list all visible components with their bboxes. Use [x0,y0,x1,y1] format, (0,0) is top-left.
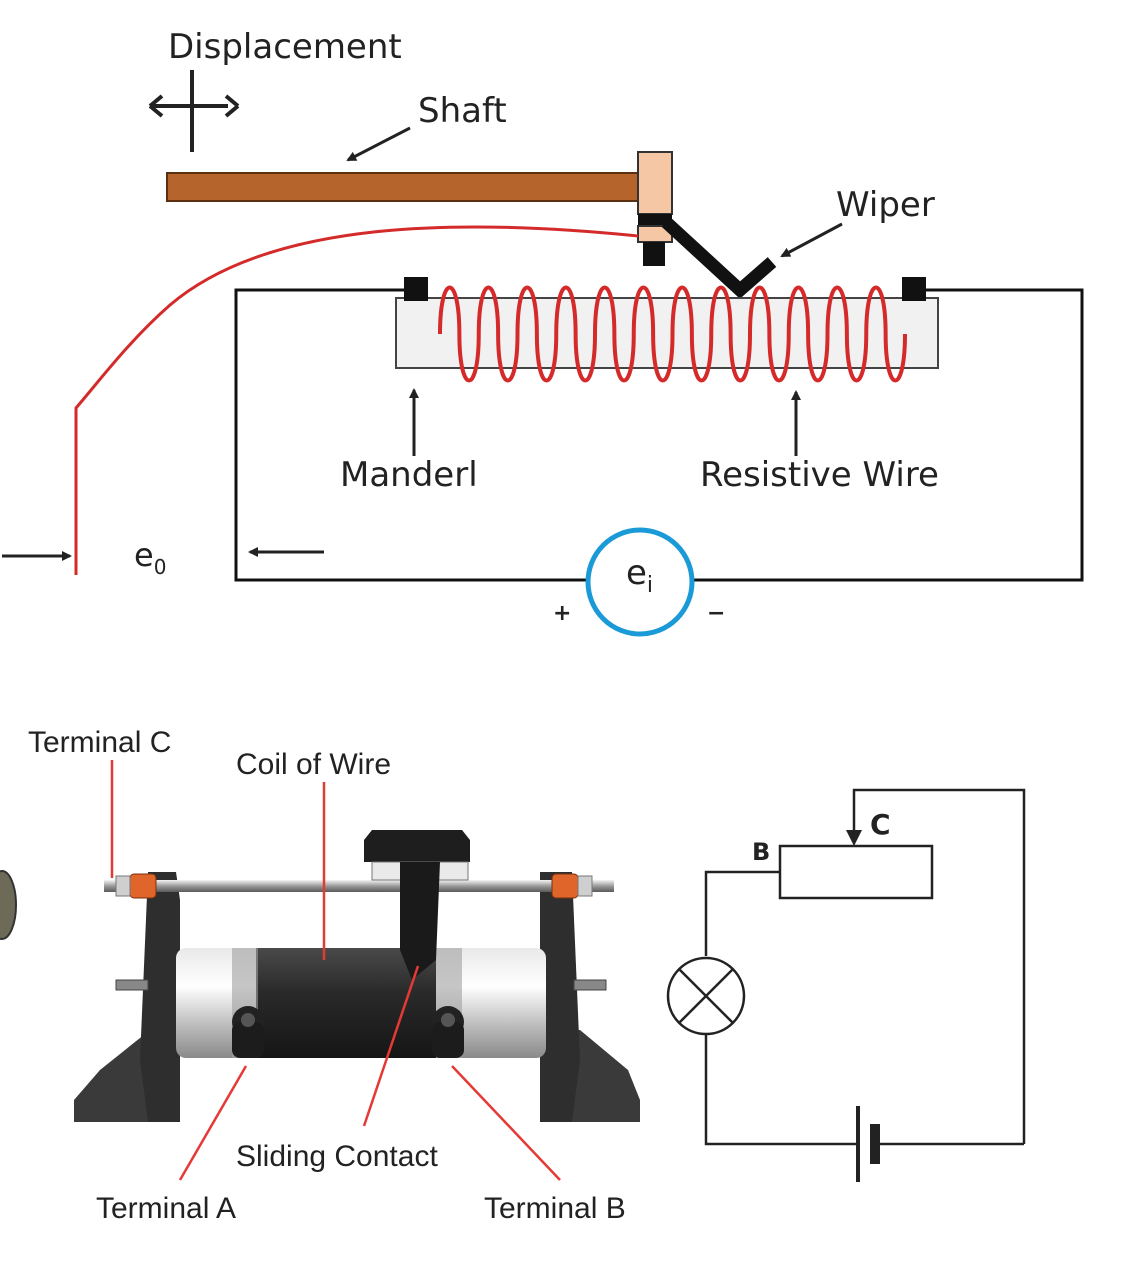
side-screw-left-icon [115,979,149,991]
shaft [166,172,646,202]
terminal-c-label: Terminal C [28,726,171,759]
slider-knob-top [364,830,470,862]
sliding-contact-leader [362,965,420,1127]
source-minus-sign: − [707,601,725,626]
terminal-b-label: Terminal B [484,1192,626,1225]
terminal-a-label: Terminal A [96,1192,236,1225]
mandrel-label: Manderl [340,455,478,495]
rod-nut-left [115,875,131,897]
wiper-foot [643,242,665,266]
terminal-b-wire [704,870,780,956]
shaft-label: Shaft [418,91,507,131]
source-plus-sign: + [553,601,571,626]
rheostat-illustration: Terminal C Coil of Wire Sliding Contact … [0,726,640,1225]
output-voltage-label: e0 [134,536,166,579]
wiper-carriage [637,151,673,215]
partial-object [0,870,17,940]
resistive-wire-label: Resistive Wire [700,455,939,495]
terminal-a-leader [178,1065,248,1181]
output-lead [74,225,639,575]
rod-cap-right [551,873,579,899]
coil-of-wire-label: Coil of Wire [236,748,391,781]
displacement-arrows-icon [148,70,240,152]
circuit-left-wire [234,288,586,582]
mandrel-terminal-right [902,277,926,301]
potentiometer-diagram: Displacement Shaft Wiper [2,27,1084,637]
schematic-label-b: B [752,838,770,866]
terminal-a-knob-icon [232,1006,264,1058]
slider-rod [104,880,614,892]
shaft-pointer-arrow [346,126,411,162]
slider-contact-arm [400,862,440,980]
input-voltage-label: ei [626,553,653,598]
input-voltage-source [585,527,695,637]
schematic-label-c: C [870,808,891,841]
left-stand [140,872,180,1122]
terminal-b-leader [451,1065,561,1181]
lamp-cross-2 [678,968,734,1024]
wiper-clamp [638,214,672,226]
rod-nut-right [577,875,593,897]
wiper-wire [852,788,1026,1144]
lamp-to-battery-wire [704,1034,856,1146]
circuit-right-wire [694,288,1084,582]
battery-short-plate [870,1124,880,1164]
displacement-label: Displacement [168,27,402,67]
wiper-arrow-icon [846,830,862,846]
sliding-contact-label: Sliding Contact [236,1140,438,1173]
right-stand [540,872,580,1122]
side-screw-right-icon [573,979,607,991]
rheostat-schematic [666,788,1026,1182]
rod-cap-left [129,873,157,899]
wiper-label: Wiper [836,185,935,225]
wiper-pointer-arrow [780,222,843,258]
wiper-arm [661,217,777,299]
rheostat-resistor-symbol [778,844,934,900]
mandrel-terminal-left [404,277,428,301]
resistive-wire-coil [438,285,907,383]
terminal-b-knob-icon [432,1006,464,1058]
